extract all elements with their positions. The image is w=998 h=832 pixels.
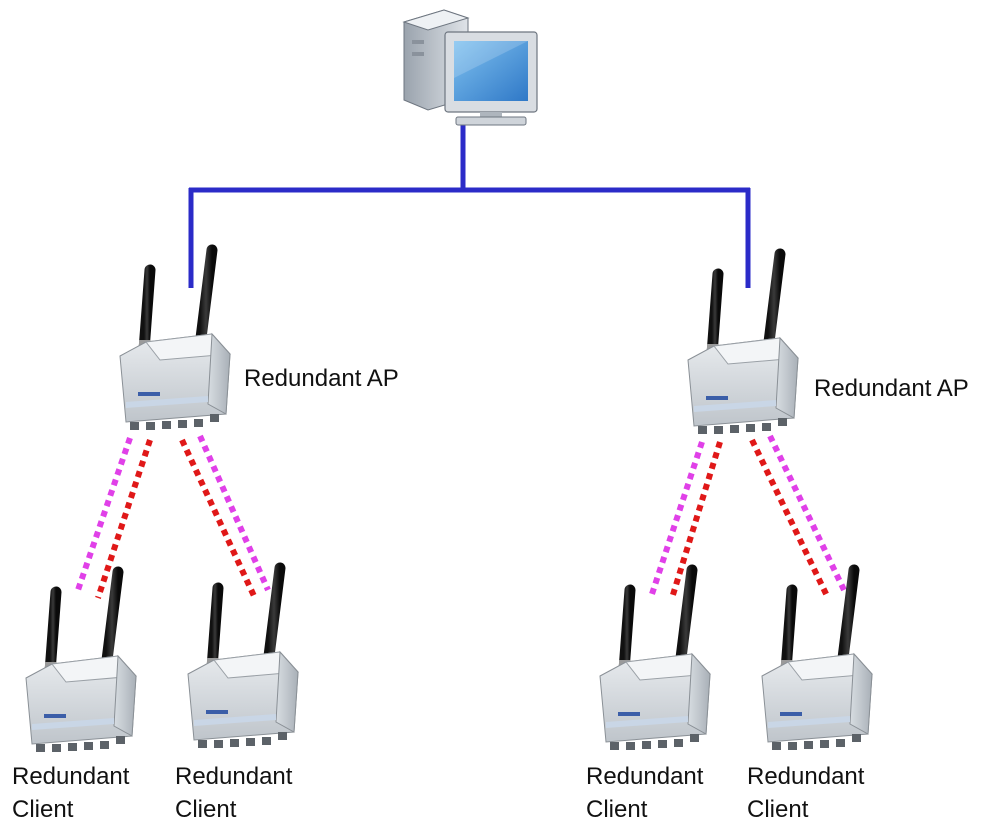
wired-links [188,122,751,288]
ap-left [120,250,230,430]
client-3 [600,570,710,750]
ap-left-label: Redundant AP [244,365,399,392]
wireless-link-red [669,441,723,599]
client-label-line1: Redundant [586,763,704,790]
ap-right [688,254,798,434]
wireless-link-red [179,438,257,598]
client-3-label: Redundant Client [586,760,736,826]
client-4-label: Redundant Client [747,760,897,826]
access-point-icon [688,254,798,434]
access-point-icon [600,570,710,750]
access-point-icon [762,570,872,750]
wireless-link-magenta [75,437,133,591]
client-1 [26,572,136,752]
wireless-link-magenta [649,441,705,595]
client-label-line1: Redundant [175,763,293,790]
client-4 [762,570,872,750]
desktop-computer-icon [402,9,538,126]
client-label-line2: Client [12,796,74,823]
client-1-label: Redundant Client [12,760,162,826]
access-point-icon [26,572,136,752]
client-label-line1: Redundant [12,763,130,790]
wireless-links [75,434,847,600]
client-2-label: Redundant Client [175,760,325,826]
access-point-icon [188,568,298,748]
wireless-link-magenta [197,434,271,592]
client-label-line2: Client [586,796,648,823]
client-label-line1: Redundant [747,763,865,790]
wireless-link-magenta [767,434,847,592]
client-label-line2: Client [747,796,809,823]
access-point-icon [120,250,230,430]
client-label-line2: Client [175,796,237,823]
wireless-link-red [95,439,153,599]
wireless-link-red [749,438,831,600]
client-2 [188,568,298,748]
ap-right-label: Redundant AP [814,375,969,402]
